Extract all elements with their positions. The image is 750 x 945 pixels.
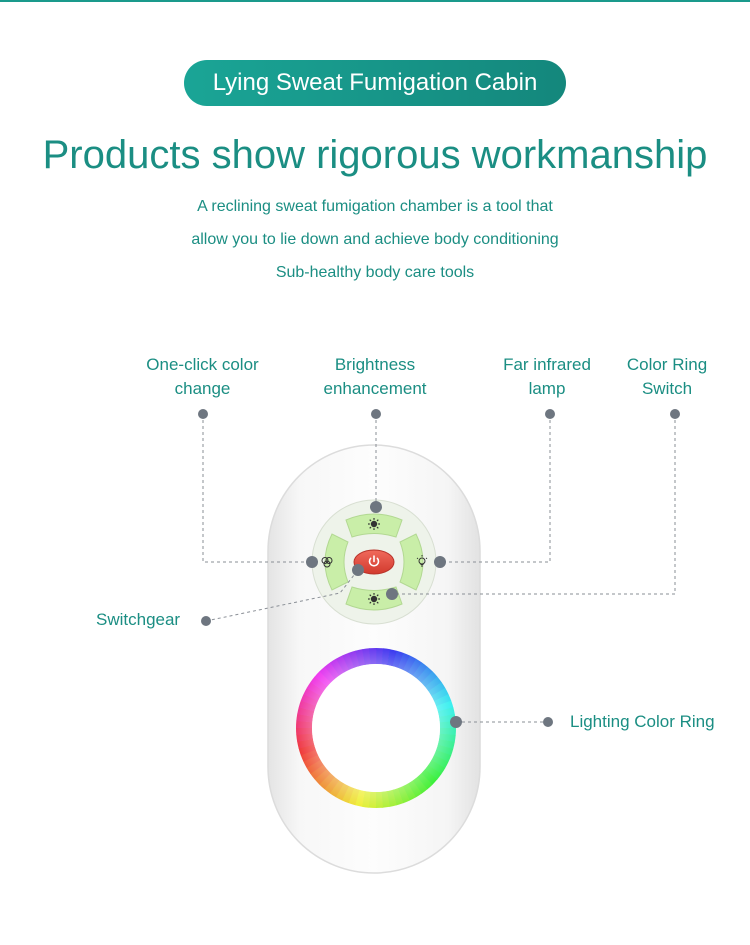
bulb-icon (416, 555, 428, 567)
leader-ring-switch (392, 414, 676, 595)
label-switchgear: Switchgear (96, 610, 181, 629)
label-color-ring: Lighting Color Ring (570, 712, 715, 731)
leader-infrared (440, 414, 551, 563)
lighting-color-ring[interactable] (296, 648, 457, 808)
description-line-2: allow you to lie down and achieve body c… (191, 231, 559, 248)
label-infrared: Far infrared lamp (503, 355, 591, 398)
leader-switchgear (205, 569, 359, 622)
label-brightness: Brightness enhancement (323, 355, 427, 398)
description-line-1: A reclining sweat fumigation chamber is … (197, 198, 553, 215)
label-ring-switch: Color Ring Switch (626, 355, 708, 398)
leader-color-change (202, 414, 312, 563)
dot-ring-switch-button (386, 588, 398, 600)
dot-color-ring-label (543, 717, 553, 727)
description-line-3: Sub-healthy body care tools (275, 264, 475, 281)
color-ring-center (312, 664, 440, 792)
label-color-change: One-click color change (146, 355, 259, 398)
dot-switchgear (201, 616, 211, 626)
top-divider (0, 0, 750, 2)
sun-icon (368, 518, 380, 530)
brightness-up-button[interactable] (345, 513, 403, 538)
dot-color-change-top (198, 409, 208, 419)
power-button[interactable] (353, 549, 395, 575)
infrared-lamp-button[interactable] (399, 533, 428, 591)
dot-color-ring (450, 716, 462, 728)
dot-power-button (352, 564, 364, 576)
dot-brightness-top (371, 409, 381, 419)
product-title-badge: Lying Sweat Fumigation Cabin (184, 60, 566, 106)
dot-brightness-button (370, 501, 382, 513)
dot-ring-switch-top (670, 409, 680, 419)
sun-icon (368, 593, 380, 605)
leader-lines (202, 414, 676, 723)
page-headline: Products show rigorous workmanship (42, 133, 708, 177)
dot-infrared-top (545, 409, 555, 419)
dot-infrared-button (434, 556, 446, 568)
power-icon (368, 555, 380, 567)
callout-dots (198, 409, 680, 728)
dot-color-change-button (306, 556, 318, 568)
product-title: Lying Sweat Fumigation Cabin (212, 69, 538, 96)
color-circles-icon (321, 557, 333, 568)
